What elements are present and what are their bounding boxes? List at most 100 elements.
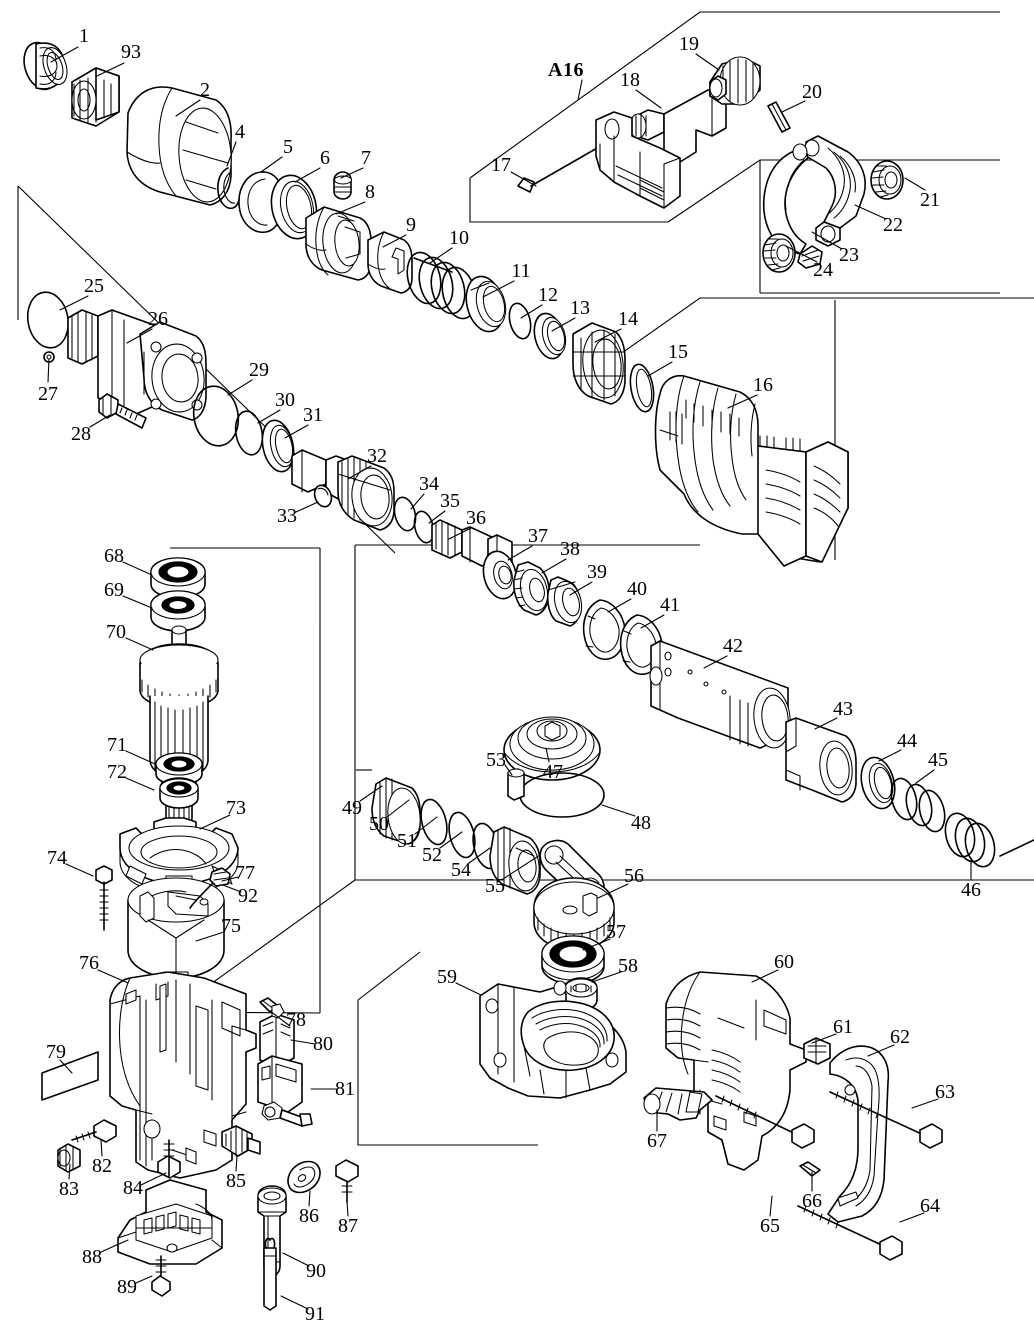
part-label-16: 16 bbox=[753, 374, 773, 396]
part-label-59: 59 bbox=[437, 966, 457, 988]
leader-line-91 bbox=[280, 1295, 309, 1310]
part-71-ball-bearing-71 bbox=[155, 752, 203, 786]
leader-line-24 bbox=[785, 245, 818, 263]
leader-line-44 bbox=[878, 749, 902, 762]
part-89-screw-89 bbox=[151, 1255, 171, 1297]
part-label-13: 13 bbox=[570, 297, 590, 319]
leader-line-77 bbox=[221, 876, 239, 882]
part-label-92: 92 bbox=[238, 885, 258, 907]
part-label-56: 56 bbox=[624, 865, 644, 887]
part-69-bearing-box-69 bbox=[150, 590, 206, 632]
leader-line-48 bbox=[601, 804, 636, 817]
leader-line-36 bbox=[448, 527, 472, 540]
leader-line-9 bbox=[382, 234, 407, 248]
part-33-pin-33 bbox=[313, 484, 333, 508]
part-label-32: 32 bbox=[367, 445, 387, 467]
leader-line-21 bbox=[904, 177, 926, 191]
part-39-bushing-39 bbox=[546, 576, 583, 627]
leader-line-39 bbox=[569, 581, 593, 596]
part-25-o-ring-25 bbox=[26, 291, 70, 349]
part-50-o-ring-50 bbox=[420, 798, 448, 846]
part-20-pin-rod bbox=[767, 101, 791, 133]
part-label-6: 6 bbox=[320, 147, 330, 169]
leader-line-68 bbox=[122, 561, 153, 576]
leader-line-10 bbox=[429, 247, 453, 264]
part-59-crank-housing bbox=[479, 980, 627, 1099]
leader-line-69 bbox=[122, 595, 153, 609]
leader-line-40 bbox=[607, 598, 632, 613]
leader-line-1 bbox=[50, 46, 79, 63]
leader-line-41 bbox=[640, 614, 665, 629]
part-82-screw-82 bbox=[71, 1119, 117, 1143]
part-label-60: 60 bbox=[774, 951, 794, 973]
part-label-87: 87 bbox=[338, 1215, 358, 1237]
leader-line-38 bbox=[541, 558, 567, 574]
part-26-cylinder-barrel-assembly bbox=[67, 309, 207, 421]
part-1-chuck-cap-ring bbox=[23, 41, 68, 91]
part-65-tapping-screw-65 bbox=[715, 1095, 815, 1149]
part-87-screw-87 bbox=[335, 1159, 359, 1203]
part-label-63: 63 bbox=[935, 1081, 955, 1103]
part-label-82: 82 bbox=[92, 1155, 112, 1177]
part-label-70: 70 bbox=[106, 621, 126, 643]
leader-line-4 bbox=[226, 141, 237, 167]
part-60-motor-housing-rear bbox=[665, 971, 807, 1171]
part-label-26: 26 bbox=[148, 308, 168, 330]
part-66-pin-66 bbox=[799, 1161, 821, 1177]
part-label-81: 81 bbox=[335, 1078, 355, 1100]
part-label-28: 28 bbox=[71, 423, 91, 445]
part-label-62: 62 bbox=[890, 1026, 910, 1048]
part-label-42: 42 bbox=[723, 635, 743, 657]
part-label-53: 53 bbox=[486, 749, 506, 771]
leader-line-60 bbox=[751, 969, 779, 983]
part-49-piston-49 bbox=[371, 777, 421, 845]
leader-line-13 bbox=[551, 317, 576, 332]
part-label-46: 46 bbox=[961, 879, 981, 901]
leader-lines bbox=[47, 46, 972, 1310]
part-19-knurled-knob bbox=[709, 56, 761, 106]
part-label-45: 45 bbox=[928, 749, 948, 771]
part-61-clip-61 bbox=[803, 1037, 831, 1065]
leader-line-47 bbox=[545, 747, 550, 763]
part-88-base-cover bbox=[117, 1179, 223, 1265]
leader-line-35 bbox=[428, 510, 446, 524]
leader-line-6 bbox=[294, 167, 321, 183]
leader-line-16 bbox=[727, 394, 758, 409]
part-label-76: 76 bbox=[79, 952, 99, 974]
part-34-washer-34 bbox=[393, 496, 417, 532]
leader-line-61 bbox=[811, 1033, 837, 1044]
leader-line-59 bbox=[455, 982, 482, 996]
leader-line-87 bbox=[346, 1200, 349, 1217]
leader-line-33 bbox=[295, 501, 319, 513]
part-84-bolt-84 bbox=[157, 1139, 181, 1179]
leader-line-7 bbox=[340, 167, 364, 179]
part-77-terminal-77 bbox=[209, 867, 231, 887]
part-label-90: 90 bbox=[306, 1260, 326, 1282]
part-label-21: 21 bbox=[920, 189, 940, 211]
leader-line-18 bbox=[635, 89, 662, 109]
part-label-22: 22 bbox=[883, 214, 903, 236]
leader-line-42 bbox=[703, 655, 728, 669]
leader-line-76 bbox=[97, 969, 129, 984]
part-83-nut-83 bbox=[57, 1143, 81, 1173]
part-label-61: 61 bbox=[833, 1016, 853, 1038]
leader-line-A16 bbox=[577, 79, 583, 101]
part-15-retaining-ring-15 bbox=[629, 363, 655, 413]
part-92-lead-wire bbox=[189, 883, 213, 909]
part-label-80: 80 bbox=[313, 1033, 333, 1055]
part-86-clip-86 bbox=[287, 1160, 321, 1194]
leader-line-2 bbox=[175, 99, 201, 117]
leader-line-70 bbox=[125, 637, 154, 651]
part-label-7: 7 bbox=[361, 147, 371, 169]
part-label-41: 41 bbox=[660, 594, 680, 616]
leader-line-92 bbox=[222, 884, 242, 893]
part-label-31: 31 bbox=[303, 404, 323, 426]
part-label-91: 91 bbox=[305, 1303, 325, 1323]
part-label-85: 85 bbox=[226, 1170, 246, 1192]
leader-line-88 bbox=[100, 1239, 129, 1253]
part-label-44: 44 bbox=[897, 730, 917, 752]
leader-line-82 bbox=[100, 1139, 103, 1157]
leader-line-5 bbox=[260, 156, 283, 173]
part-label-9: 9 bbox=[406, 214, 416, 236]
